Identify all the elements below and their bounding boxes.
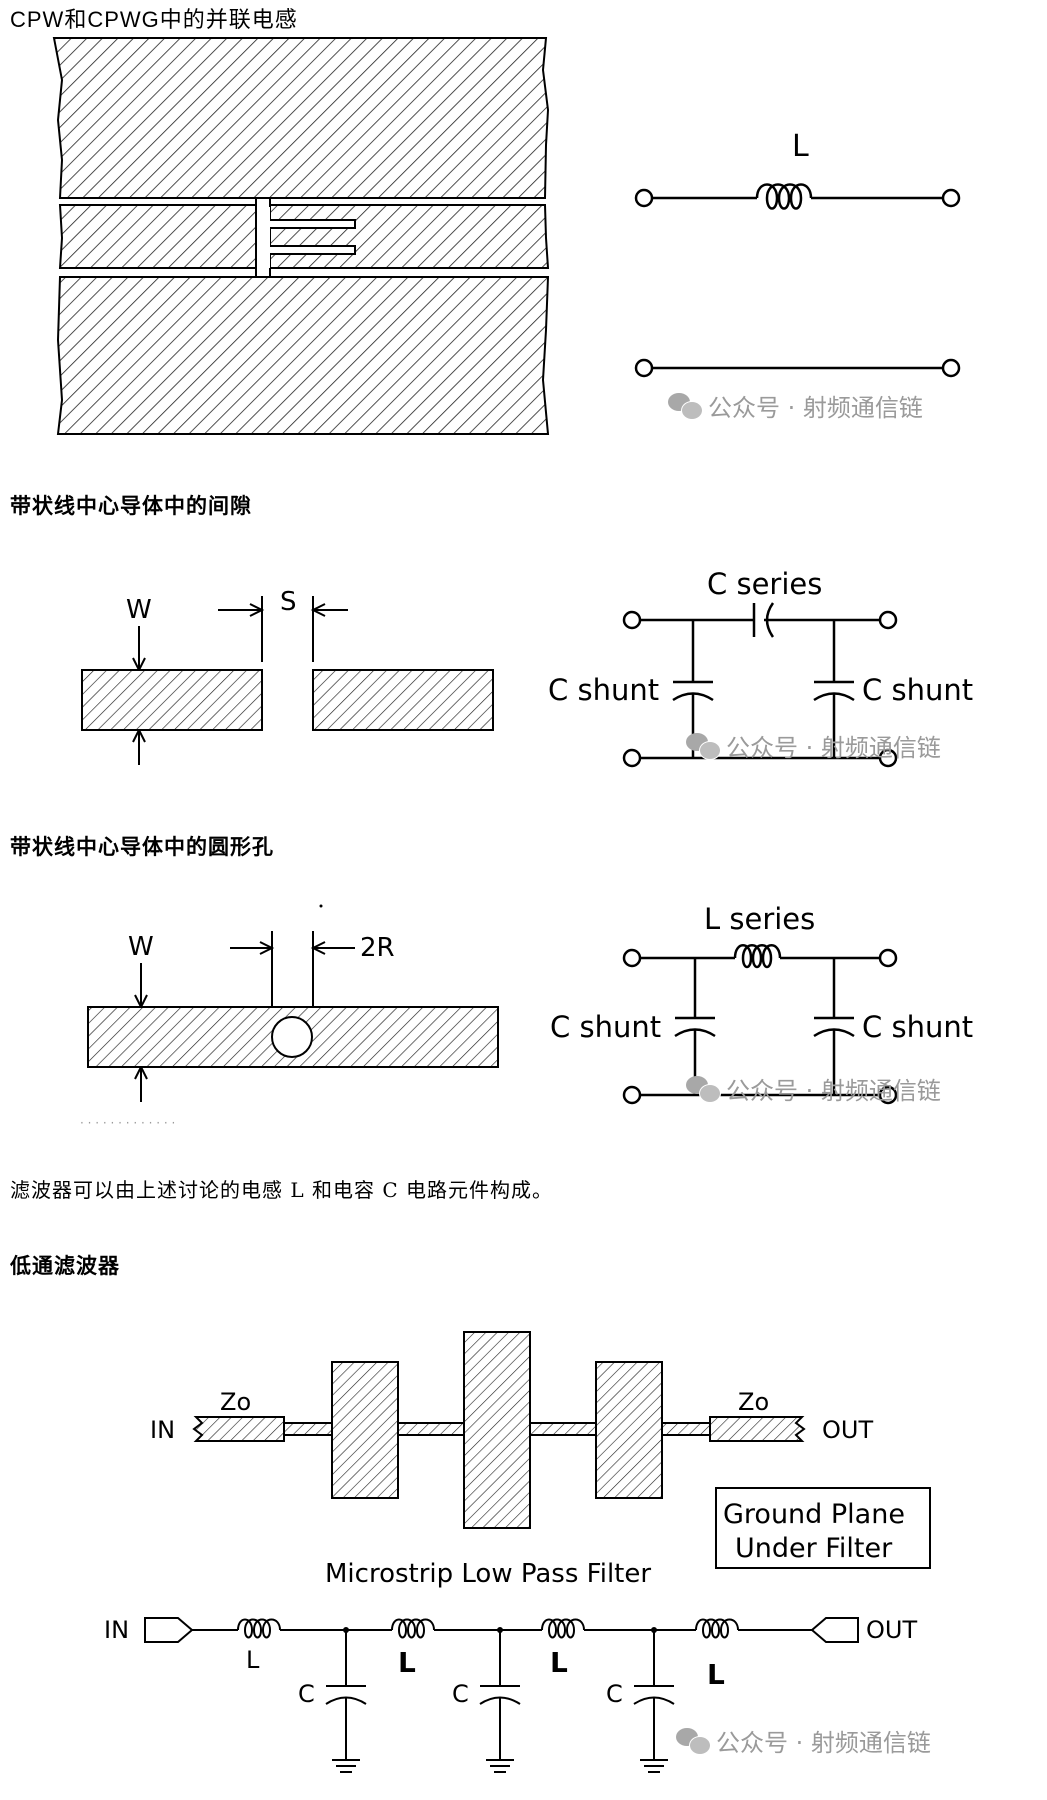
svg-text:· · · · · · · · · ·: · · · · · · · · · · · · · (80, 1116, 175, 1130)
narrow-line (283, 1422, 333, 1436)
wechat-icon (686, 732, 721, 760)
c-shunt-right-label: C shunt (862, 673, 973, 707)
radius-label: 2R (360, 933, 395, 963)
watermark-text: 公众号 · 射频通信链 (708, 394, 923, 422)
shunt-inductor-schematic: L (634, 129, 961, 378)
inductor-label: L (550, 1646, 568, 1679)
out-label: OUT (822, 1416, 873, 1444)
in-label: IN (150, 1416, 175, 1444)
stripline-gap-figure: W S (81, 587, 494, 765)
narrow-line (529, 1422, 597, 1436)
wechat-icon (668, 392, 703, 420)
section1-title: CPW和CPWG中的并联电感 (10, 7, 298, 32)
filter-paragraph: 滤波器可以由上述讨论的电感 L 和电容 C 电路元件构成。 (10, 1178, 554, 1202)
inductor-coil (541, 1618, 585, 1639)
c-shunt-left-label: C shunt (550, 1010, 661, 1044)
zo-right-label: Zo (738, 1388, 769, 1416)
inductor-coil (391, 1618, 435, 1639)
section3-title: 带状线中心导体中的圆形孔 (10, 834, 274, 859)
inductor-coil (237, 1618, 281, 1639)
watermark-text: 公众号 · 射频通信链 (726, 1077, 941, 1105)
narrow-line (397, 1422, 465, 1436)
capacitive-stub (331, 1361, 399, 1499)
capacitive-stub (595, 1361, 663, 1499)
output-line (709, 1416, 806, 1442)
l-series-label: L series (704, 902, 815, 936)
microstrip-lpf-layout: IN Zo Zo OUT Ground Plane Under Filter M… (150, 1331, 931, 1589)
width-label: W (128, 932, 154, 962)
wechat-icon (686, 1075, 721, 1103)
filter-caption: Microstrip Low Pass Filter (325, 1559, 651, 1589)
width-label: W (126, 595, 152, 625)
cpw-bottom-ground (56, 276, 550, 435)
inductor-label: L (246, 1646, 260, 1674)
capacitor-label: C (452, 1680, 469, 1708)
ground-plane-box (715, 1487, 931, 1569)
hole-equivalent-circuit: L series C shunt C shunt (550, 902, 973, 1105)
conductor-right (312, 669, 494, 731)
cpw-center-strip (58, 204, 550, 269)
circular-hole (271, 1016, 313, 1058)
gap-label: S (280, 587, 297, 617)
gap-equivalent-circuit: C series C shunt C shunt (548, 567, 973, 768)
port-terminal (941, 188, 961, 208)
capacitor-label: C (606, 1680, 623, 1708)
watermark: 公众号 · 射频通信链 (686, 1071, 941, 1106)
port-terminal (941, 358, 961, 378)
c-shunt-left-label: C shunt (548, 673, 659, 707)
capacitive-stub (463, 1331, 531, 1529)
input-line (192, 1416, 285, 1442)
capacitor-label: C (298, 1680, 315, 1708)
section4-title: 低通滤波器 (10, 1253, 120, 1278)
stripline-hole-figure: W 2R · · · · · · · · · · · · · (80, 904, 499, 1130)
c-series-label: C series (707, 567, 822, 601)
series-inductor-coil (733, 944, 782, 969)
watermark: 公众号 · 射频通信链 (676, 1723, 931, 1758)
lpf-schematic: IN OUT L L L L C C C (104, 1616, 917, 1773)
input-port-symbol (144, 1617, 194, 1643)
watermark: 公众号 · 射频通信链 (668, 388, 923, 423)
cpw-layout-figure (52, 37, 550, 435)
output-port-symbol (810, 1617, 859, 1643)
wechat-icon (676, 1727, 711, 1755)
conductor-left (81, 669, 263, 731)
inductor-label: L (707, 1658, 725, 1691)
c-shunt-right-label: C shunt (862, 1010, 973, 1044)
inductor-coil (755, 183, 813, 210)
port-terminal (634, 188, 654, 208)
schematic-in-label: IN (104, 1616, 129, 1644)
schematic-out-label: OUT (866, 1616, 917, 1644)
watermark-text: 公众号 · 射频通信链 (726, 734, 941, 762)
inductor-coil (695, 1618, 739, 1639)
inductor-label: L (792, 129, 809, 164)
port-terminal (634, 358, 654, 378)
ground-plane-line2: Under Filter (735, 1533, 893, 1564)
watermark: 公众号 · 射频通信链 (686, 728, 941, 763)
inductor-label: L (398, 1646, 416, 1679)
section2-title: 带状线中心导体中的间隙 (10, 493, 252, 518)
cpw-top-ground (52, 37, 550, 199)
narrow-line (661, 1422, 711, 1436)
ground-plane-line1: Ground Plane (723, 1499, 905, 1530)
watermark-text: 公众号 · 射频通信链 (716, 1729, 931, 1757)
zo-left-label: Zo (220, 1388, 251, 1416)
